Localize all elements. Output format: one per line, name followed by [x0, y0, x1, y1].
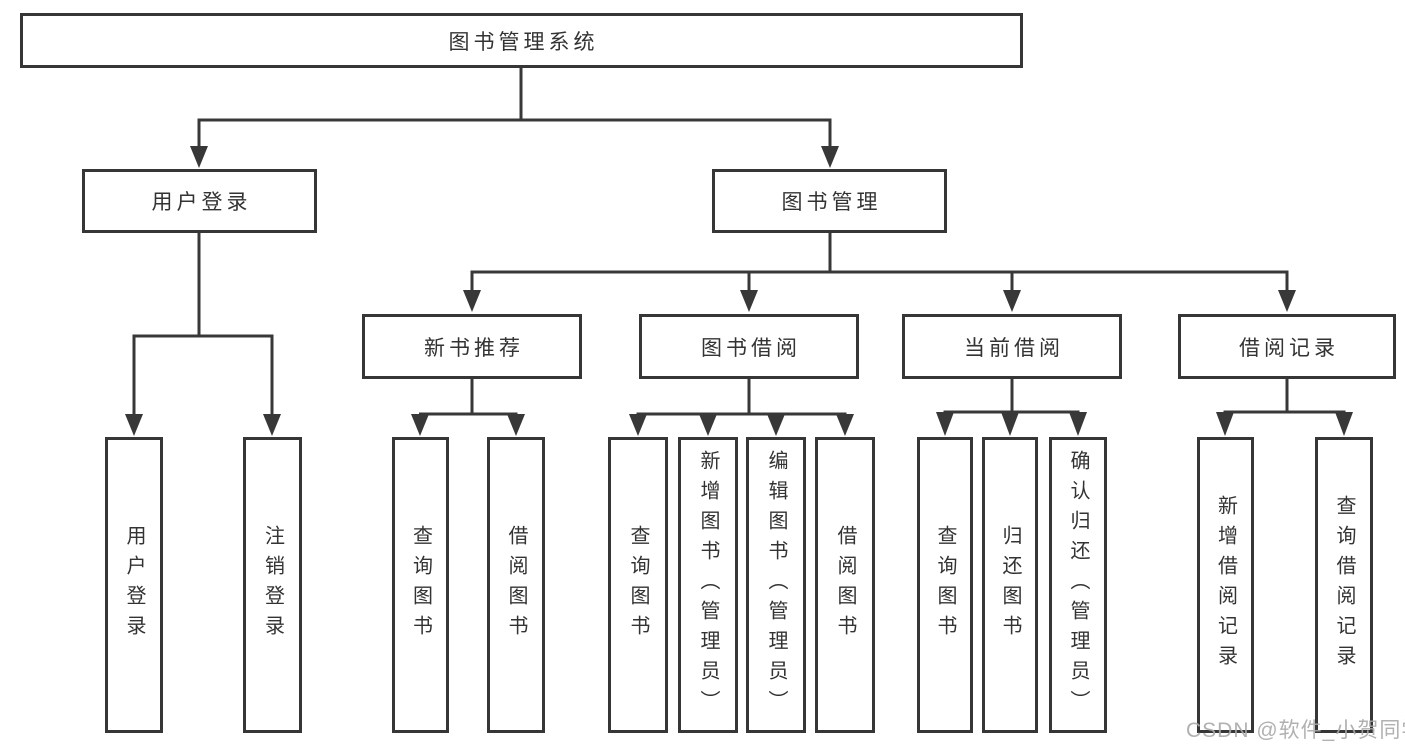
- leaf-query-borrow-record: 查询借阅记录: [1315, 437, 1373, 733]
- node-book-borrow-label: 图书借阅: [701, 336, 801, 360]
- leaf-query-books-3: 查询图书: [917, 437, 973, 733]
- leaf-add-books-admin: 新增图书（管理员）: [678, 437, 738, 733]
- node-current-borrow-label: 当前借阅: [964, 336, 1064, 360]
- leaf-query-books-2: 查询图书: [608, 437, 668, 733]
- leaf-label: 确认归还（管理员）: [1067, 450, 1089, 720]
- node-borrow-records: 借阅记录: [1178, 314, 1396, 379]
- connector-book-borrow-to-leaves: [629, 379, 854, 436]
- node-root: 图书管理系统: [20, 13, 1023, 68]
- arrowhead-icon: [1069, 412, 1087, 436]
- arrowhead-icon: [411, 414, 429, 436]
- arrowhead-icon: [190, 146, 208, 168]
- arrowhead-icon: [1278, 290, 1296, 312]
- connector-new-books-to-leaves: [411, 379, 525, 436]
- leaf-label: 借阅图书: [834, 525, 856, 645]
- node-new-books: 新书推荐: [362, 314, 582, 379]
- arrowhead-icon: [629, 414, 647, 436]
- leaf-label: 查询图书: [627, 525, 649, 645]
- node-user-login-label: 用户登录: [151, 191, 252, 214]
- arrowhead-icon: [125, 414, 143, 436]
- arrowhead-icon: [767, 414, 785, 436]
- connector-current-borrow-to-leaves: [936, 379, 1087, 436]
- connector-root-to-level2: [190, 68, 839, 168]
- node-book-mgmt: 图书管理: [712, 169, 947, 233]
- leaf-borrow-books-1: 借阅图书: [487, 437, 545, 733]
- csdn-watermark: CSDN @软件_小贺同学: [1186, 719, 1405, 742]
- node-borrow-records-label: 借阅记录: [1239, 336, 1339, 360]
- arrowhead-icon: [1001, 412, 1019, 436]
- arrowhead-icon: [821, 146, 839, 168]
- leaf-label: 查询借阅记录: [1333, 495, 1355, 675]
- node-current-borrow: 当前借阅: [902, 314, 1122, 379]
- node-book-mgmt-label: 图书管理: [781, 191, 882, 214]
- leaf-return-books: 归还图书: [982, 437, 1038, 733]
- arrowhead-icon: [836, 414, 854, 436]
- arrowhead-icon: [1335, 412, 1353, 436]
- leaf-label: 新增图书（管理员）: [697, 450, 719, 720]
- leaf-confirm-return-admin: 确认归还（管理员）: [1049, 437, 1107, 733]
- leaf-label: 查询图书: [934, 525, 956, 645]
- connector-borrow-records-to-leaves: [1216, 379, 1353, 436]
- leaf-label: 用户登录: [123, 525, 145, 645]
- leaf-label: 查询图书: [409, 525, 432, 645]
- leaf-label: 注销登录: [261, 525, 284, 645]
- leaf-borrow-books-2: 借阅图书: [815, 437, 875, 733]
- leaf-user-login: 用户登录: [105, 437, 163, 733]
- arrowhead-icon: [699, 414, 717, 436]
- node-book-borrow: 图书借阅: [639, 314, 859, 379]
- leaf-label: 借阅图书: [505, 525, 527, 645]
- arrowhead-icon: [1003, 290, 1021, 312]
- leaf-label: 编辑图书（管理员）: [765, 450, 787, 720]
- leaf-add-borrow-record: 新增借阅记录: [1197, 437, 1254, 733]
- node-user-login: 用户登录: [82, 169, 317, 233]
- leaf-edit-books-admin: 编辑图书（管理员）: [746, 437, 806, 733]
- connector-user-login-to-leaves: [125, 233, 281, 436]
- arrowhead-icon: [1216, 412, 1234, 436]
- arrowhead-icon: [936, 412, 954, 436]
- node-root-label: 图书管理系统: [448, 30, 599, 54]
- leaf-label: 新增借阅记录: [1214, 495, 1237, 675]
- arrowhead-icon: [740, 290, 758, 312]
- leaf-logout: 注销登录: [243, 437, 302, 733]
- arrowhead-icon: [463, 290, 481, 312]
- node-new-books-label: 新书推荐: [424, 336, 524, 360]
- leaf-label: 归还图书: [999, 525, 1021, 645]
- arrowhead-icon: [507, 414, 525, 436]
- arrowhead-icon: [263, 414, 281, 436]
- leaf-query-books-1: 查询图书: [392, 437, 449, 733]
- connector-book-mgmt-to-level3: [463, 233, 1296, 312]
